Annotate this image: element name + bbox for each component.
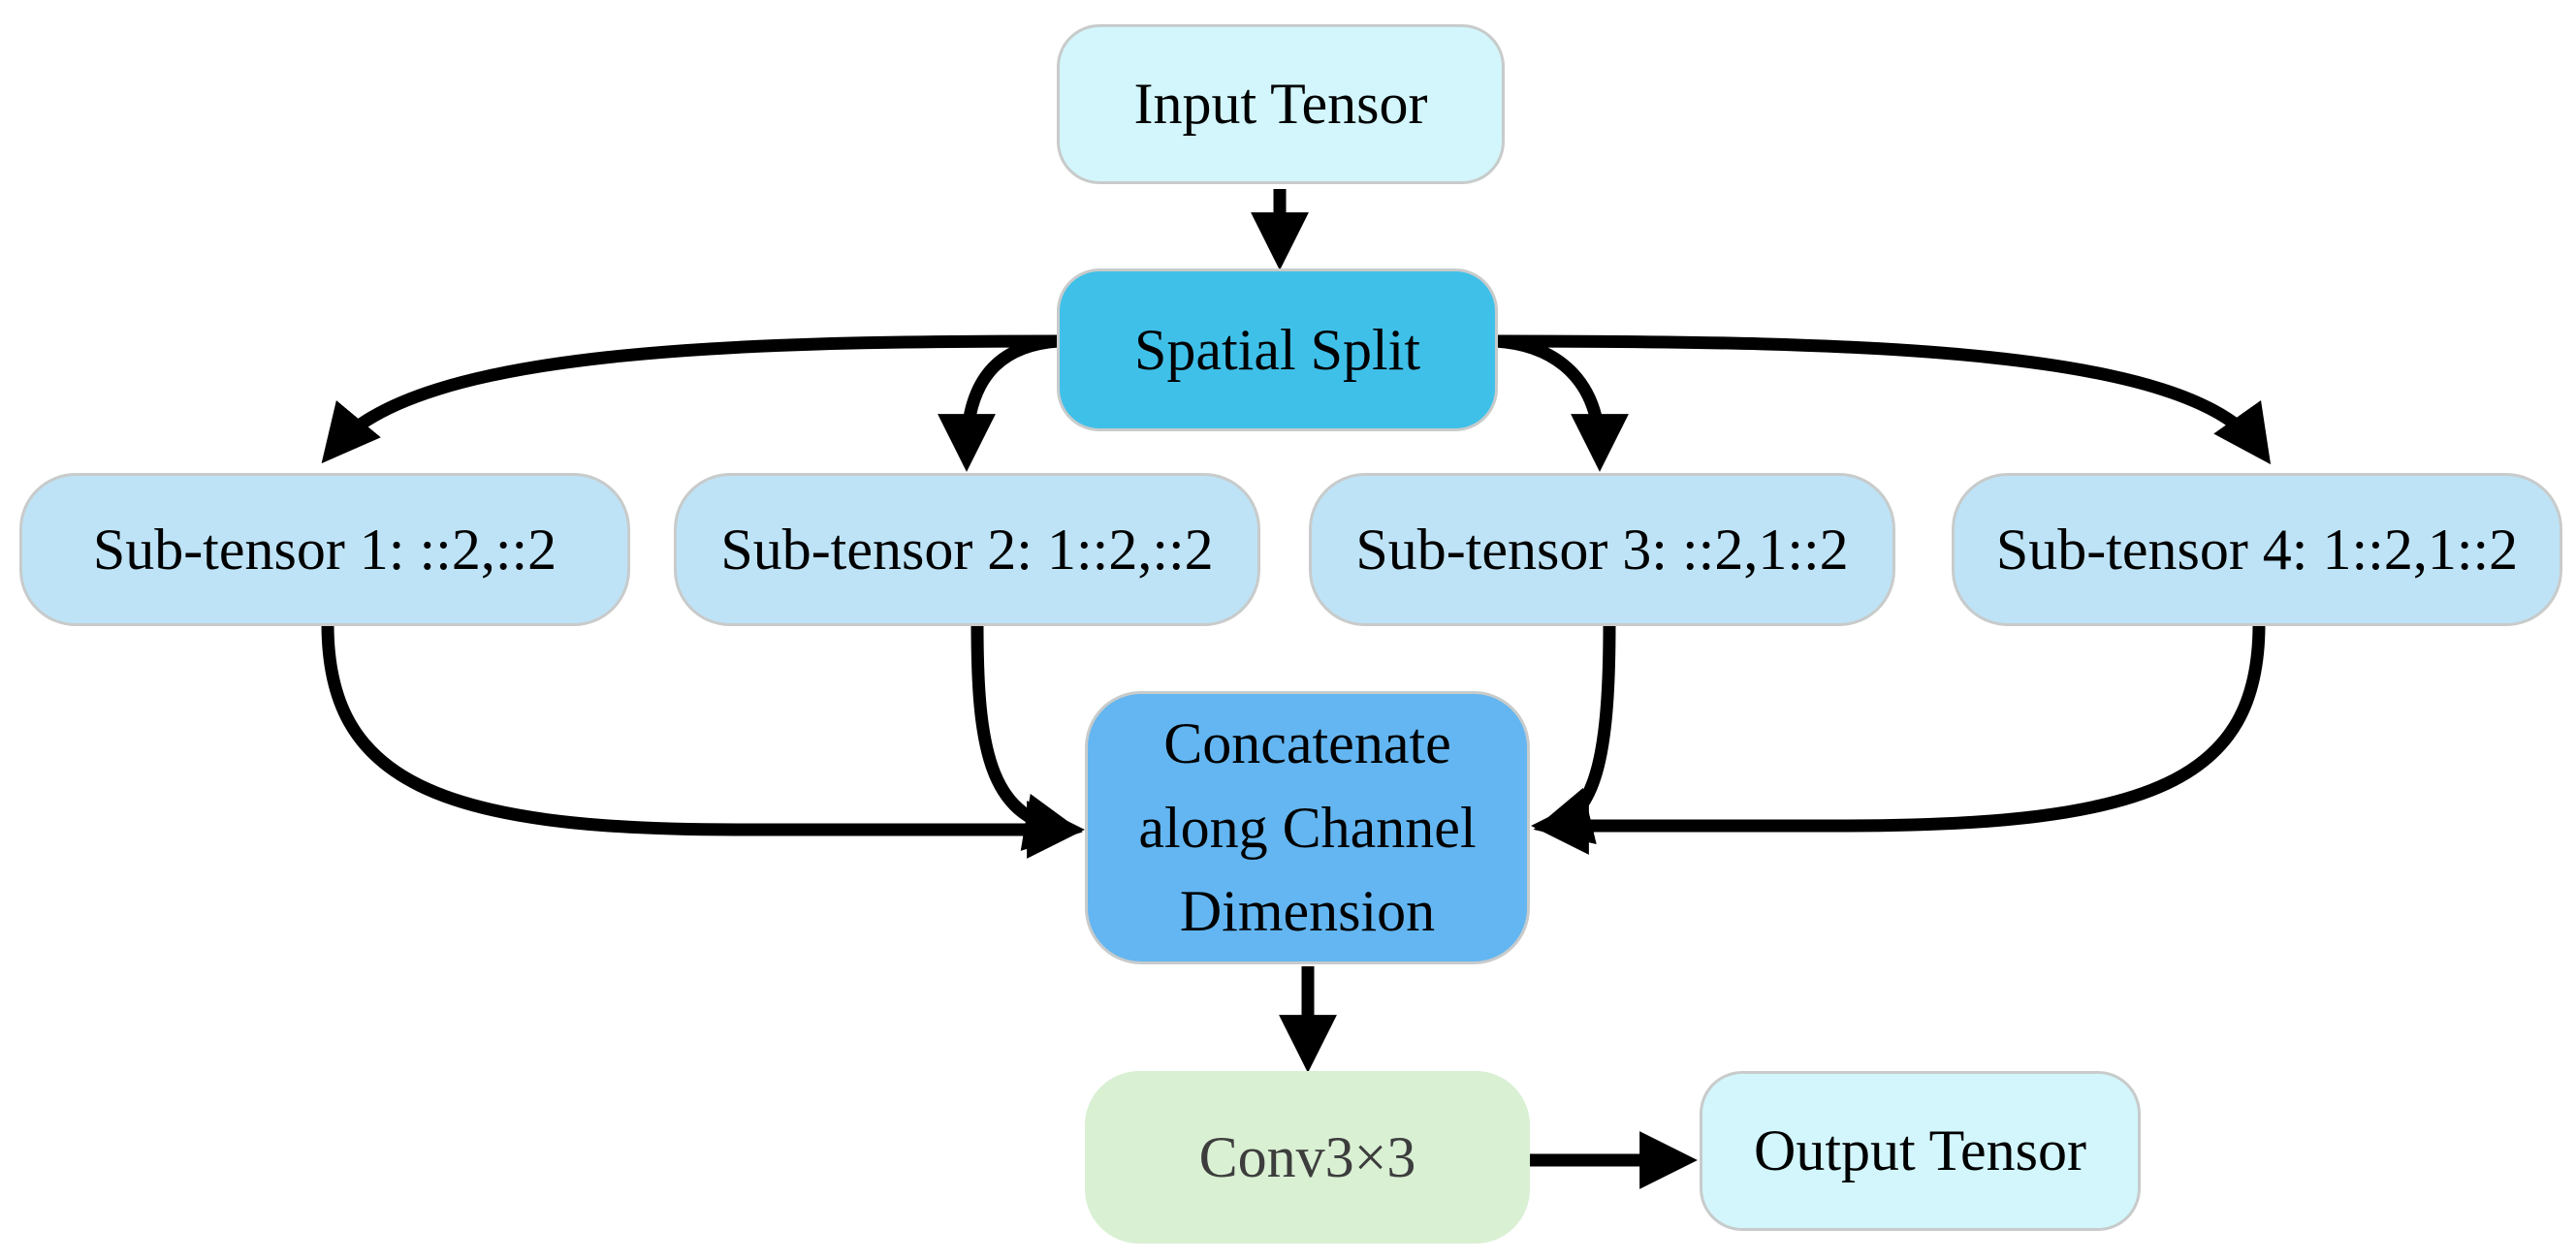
node-concatenate-label: Concatenate along Channel Dimension: [1138, 711, 1477, 944]
node-concatenate: Concatenate along Channel Dimension: [1085, 691, 1530, 964]
edge-split-to-sub1: [321, 334, 1060, 464]
node-spatial-split-label: Spatial Split: [1133, 317, 1421, 382]
node-sub-tensor-4-label: Sub-tensor 4: 1::2,1::2: [1995, 517, 2519, 582]
edge-sub1-to-concat: [321, 623, 1085, 859]
node-sub-tensor-3-label: Sub-tensor 3: ::2,1::2: [1355, 517, 1849, 582]
node-sub-tensor-2-label: Sub-tensor 2: 1::2,::2: [720, 517, 1214, 582]
node-sub-tensor-3: Sub-tensor 3: ::2,1::2: [1309, 473, 1895, 626]
edge-sub3-to-concat: [1533, 623, 1616, 844]
edge-split-to-sub2: [938, 334, 1060, 472]
node-conv3x3: Conv3×3: [1085, 1071, 1530, 1244]
node-sub-tensor-1-label: Sub-tensor 1: ::2,::2: [92, 517, 557, 582]
edge-sub4-to-concat: [1531, 623, 2266, 855]
node-output-tensor-label: Output Tensor: [1753, 1118, 2086, 1183]
node-spatial-split: Spatial Split: [1057, 268, 1498, 431]
edge-split-to-sub4: [1495, 334, 2272, 465]
node-conv3x3-label: Conv3×3: [1198, 1124, 1416, 1189]
node-input-tensor-label: Input Tensor: [1133, 72, 1428, 137]
node-output-tensor: Output Tensor: [1700, 1071, 2141, 1231]
node-input-tensor: Input Tensor: [1057, 24, 1505, 184]
edge-sub2-to-concat: [970, 623, 1083, 851]
edge-split-to-sub3: [1495, 334, 1629, 472]
node-sub-tensor-1: Sub-tensor 1: ::2,::2: [19, 473, 630, 626]
node-sub-tensor-4: Sub-tensor 4: 1::2,1::2: [1952, 473, 2562, 626]
node-sub-tensor-2: Sub-tensor 2: 1::2,::2: [674, 473, 1260, 626]
